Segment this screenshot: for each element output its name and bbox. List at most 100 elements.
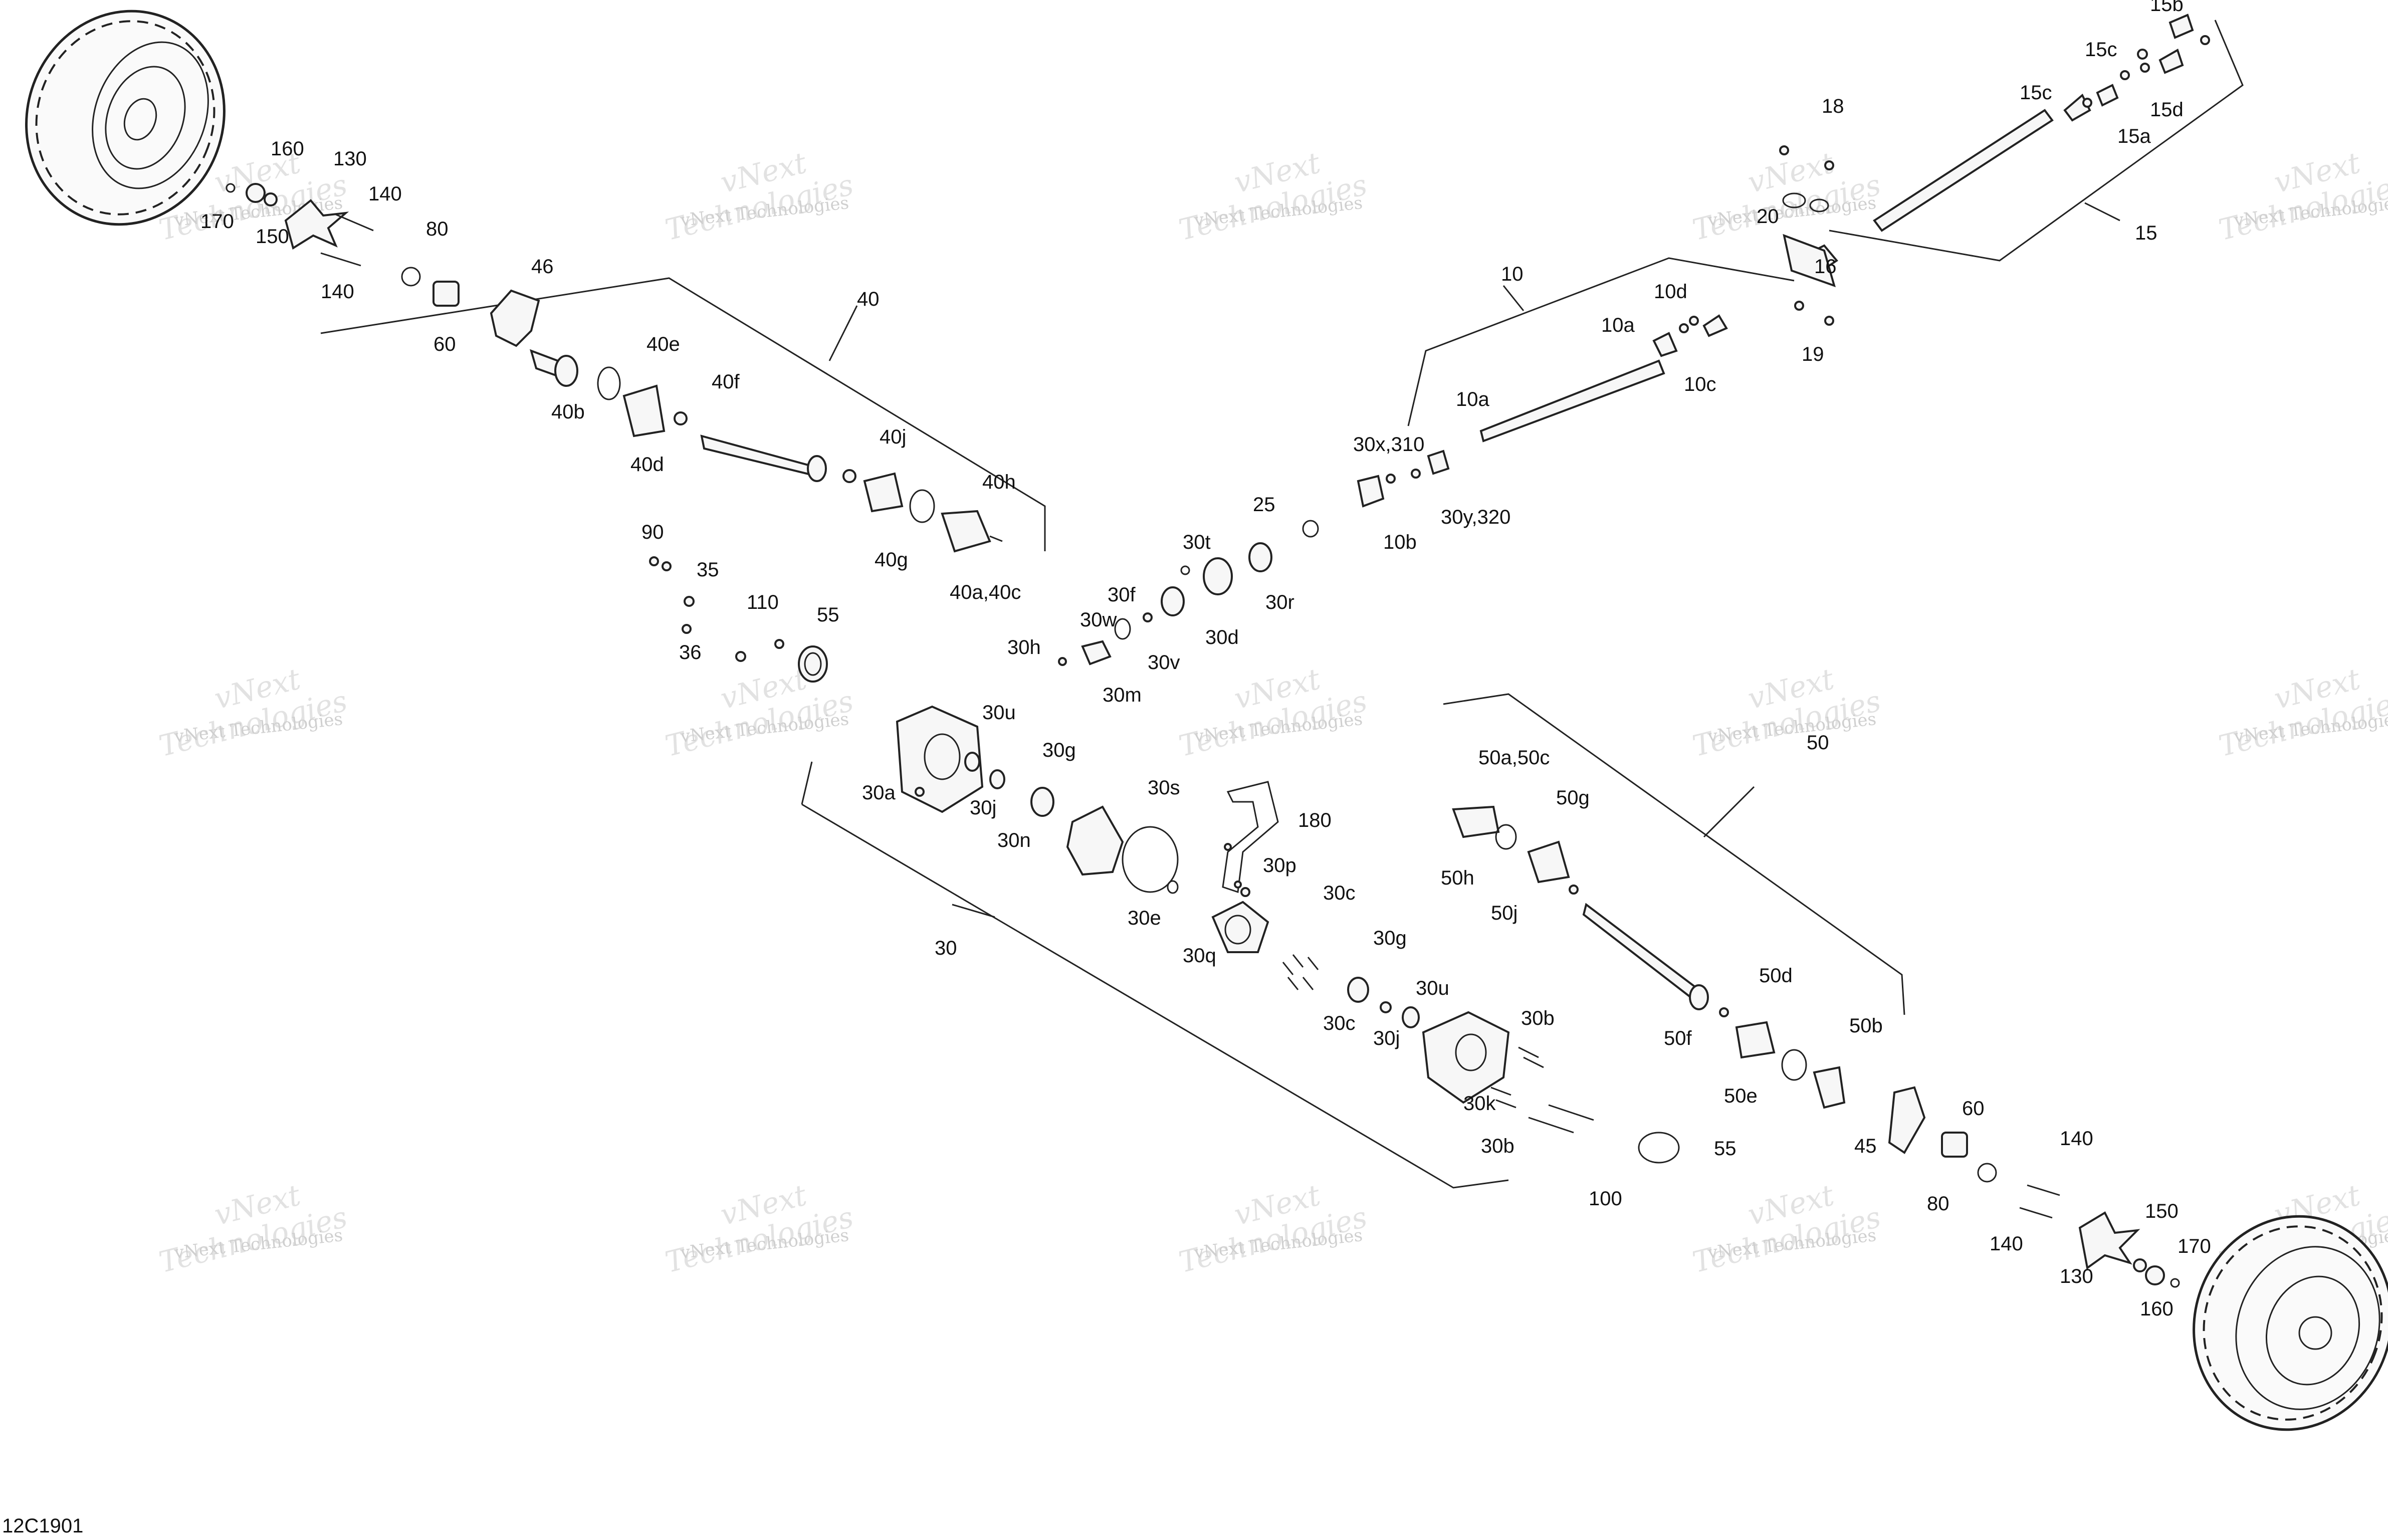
part-callout-30e: 30e bbox=[1128, 907, 1161, 929]
part-callout-30p: 30p bbox=[1263, 854, 1296, 876]
part-callout-60: 60 bbox=[433, 333, 456, 355]
part-callout-40b: 40b bbox=[551, 401, 585, 423]
part-callout-50j: 50j bbox=[1491, 902, 1517, 924]
hardware-left bbox=[649, 556, 828, 683]
part-callout-170: 170 bbox=[2178, 1235, 2211, 1257]
part-callout-30y-320: 30y,320 bbox=[1441, 506, 1510, 528]
part-callout-30v: 30v bbox=[1148, 651, 1180, 674]
front-diff-upper-parts bbox=[1058, 359, 1665, 666]
part-callout-30j: 30j bbox=[1373, 1027, 1400, 1049]
part-callout-160: 160 bbox=[2140, 1298, 2174, 1320]
part-callout-30g: 30g bbox=[1373, 927, 1407, 949]
prop-shaft-parts bbox=[1652, 14, 2210, 357]
part-callout-10a: 10a bbox=[1456, 388, 1489, 410]
part-callout-50e: 50e bbox=[1724, 1085, 1758, 1107]
part-callout-90: 90 bbox=[641, 521, 664, 543]
part-callout-15c: 15c bbox=[2020, 82, 2052, 104]
part-callout-40h: 40h bbox=[982, 471, 1016, 493]
part-callout-30a: 30a bbox=[862, 782, 896, 804]
part-callout-40e: 40e bbox=[646, 333, 680, 355]
part-callout-15d: 15d bbox=[2150, 99, 2184, 121]
part-callout-16: 16 bbox=[1814, 256, 1837, 278]
part-callout-50d: 50d bbox=[1759, 965, 1793, 987]
part-callout-10d: 10d bbox=[1654, 281, 1687, 303]
part-callout-35: 35 bbox=[697, 559, 719, 581]
tire-right bbox=[2193, 1215, 2388, 1431]
part-callout-30c: 30c bbox=[1323, 882, 1356, 904]
part-callout-30n: 30n bbox=[997, 829, 1031, 851]
part-callout-50h: 50h bbox=[1441, 867, 1474, 889]
part-callout-40d: 40d bbox=[630, 454, 664, 476]
part-callout-40: 40 bbox=[857, 288, 880, 310]
part-callout-140: 140 bbox=[368, 183, 402, 205]
front-diff-lower-parts bbox=[896, 705, 1680, 1164]
part-callout-10a: 10a bbox=[1601, 314, 1635, 336]
part-callout-10: 10 bbox=[1501, 263, 1524, 285]
part-callout-19: 19 bbox=[1802, 343, 1824, 365]
part-callout-18: 18 bbox=[1822, 95, 1844, 117]
part-callout-30t: 30t bbox=[1183, 531, 1211, 553]
part-callout-40f: 40f bbox=[712, 371, 740, 393]
diagram-reference: 12C1901 bbox=[2, 1515, 83, 1537]
tire-left bbox=[25, 10, 226, 226]
part-callout-140: 140 bbox=[2060, 1128, 2093, 1150]
part-callout-15a: 15a bbox=[2117, 125, 2151, 147]
part-callout-30d: 30d bbox=[1205, 626, 1239, 648]
part-callout-60: 60 bbox=[1962, 1097, 1985, 1120]
part-callout-15: 15 bbox=[2135, 222, 2157, 244]
part-callout-140: 140 bbox=[1990, 1233, 2023, 1255]
part-callout-150: 150 bbox=[256, 226, 289, 248]
part-callout-30f: 30f bbox=[1108, 584, 1136, 606]
part-callout-150: 150 bbox=[2145, 1200, 2179, 1222]
part-callout-30x-310: 30x,310 bbox=[1353, 433, 1424, 456]
part-callout-40g: 40g bbox=[875, 549, 908, 571]
part-callout-46: 46 bbox=[531, 256, 554, 278]
part-callout-40a-40c: 40a,40c bbox=[950, 581, 1021, 603]
part-callout-30q: 30q bbox=[1183, 945, 1216, 967]
part-callout-30: 30 bbox=[935, 937, 957, 959]
part-callout-25: 25 bbox=[1253, 494, 1275, 516]
part-callout-180: 180 bbox=[1298, 809, 1332, 831]
part-callout-30r: 30r bbox=[1265, 591, 1294, 613]
bracket-lines bbox=[320, 20, 2244, 1189]
part-callout-50: 50 bbox=[1807, 732, 1829, 754]
part-callout-130: 130 bbox=[2060, 1265, 2093, 1287]
part-callout-100: 100 bbox=[1589, 1188, 1622, 1210]
part-callout-80: 80 bbox=[426, 218, 449, 240]
part-callout-50b: 50b bbox=[1849, 1015, 1883, 1037]
part-callout-80: 80 bbox=[1927, 1193, 1949, 1215]
part-callout-30k: 30k bbox=[1463, 1092, 1496, 1115]
drive-shaft-left-parts bbox=[226, 183, 1003, 553]
part-callout-50g: 50g bbox=[1556, 787, 1590, 809]
part-callout-30j: 30j bbox=[970, 797, 996, 819]
part-callout-110: 110 bbox=[747, 591, 779, 613]
part-callout-30c: 30c bbox=[1323, 1012, 1356, 1034]
part-callout-36: 36 bbox=[679, 641, 702, 664]
part-callout-10b: 10b bbox=[1383, 531, 1417, 553]
part-callout-15b: 15b bbox=[2150, 0, 2184, 16]
part-callout-20: 20 bbox=[1757, 205, 1779, 228]
part-callout-55: 55 bbox=[1714, 1138, 1736, 1160]
part-callout-30b: 30b bbox=[1521, 1007, 1555, 1029]
part-callout-30g: 30g bbox=[1042, 739, 1076, 761]
part-callout-30b: 30b bbox=[1481, 1135, 1514, 1157]
part-callout-30w: 30w bbox=[1080, 609, 1117, 631]
part-callout-10c: 10c bbox=[1684, 373, 1716, 395]
part-callout-30u: 30u bbox=[982, 702, 1016, 724]
part-callout-30u: 30u bbox=[1416, 977, 1449, 999]
part-callout-160: 160 bbox=[271, 138, 304, 160]
part-callout-50f: 50f bbox=[1664, 1027, 1692, 1049]
part-callout-30m: 30m bbox=[1103, 684, 1142, 706]
part-callout-50a-50c: 50a,50c bbox=[1478, 747, 1550, 769]
part-callout-130: 130 bbox=[333, 148, 367, 170]
part-callout-30s: 30s bbox=[1148, 777, 1180, 799]
